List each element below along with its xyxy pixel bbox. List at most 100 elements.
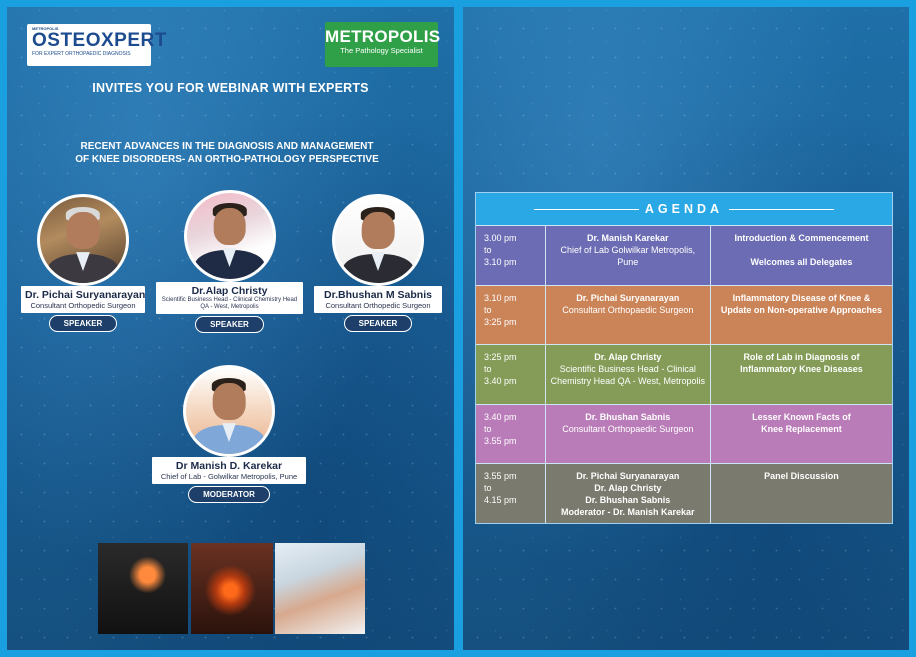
moderator-card: Dr Manish D. Karekar Chief of Lab - Golw… (152, 365, 306, 503)
agenda-time-line: 3.55 pm (484, 471, 517, 482)
agenda-time-line: to (484, 304, 492, 315)
moderator-badge: MODERATOR (188, 486, 270, 503)
agenda-time-line: 3.40 pm (484, 411, 517, 422)
agenda-time-line: to (484, 364, 492, 375)
speaker-photo (332, 194, 424, 286)
agenda-topic-line: Role of Lab in Diagnosis of (743, 352, 860, 363)
agenda-speaker-line (550, 316, 706, 328)
metropolis-logo: METROPOLIS The Pathology Specialist (325, 22, 441, 67)
speaker-badge: SPEAKER (343, 315, 413, 332)
agenda-speaker-line: Scientific Business Head - Clinical (559, 364, 696, 375)
agenda-time-line: 3.10 pm (484, 292, 517, 303)
moderator-role: Chief of Lab - Golwilkar Metropolis, Pun… (160, 472, 298, 481)
speaker-photo (183, 190, 276, 282)
speaker-card: Dr. Pichai Suryanarayan Consultant Ortho… (21, 194, 145, 332)
speaker-namebox: Dr.Alap Christy Scientific Business Head… (156, 282, 303, 314)
metro-logo-tagline: The Pathology Specialist (340, 46, 423, 55)
agenda-time-line: 3:25 pm (484, 316, 517, 327)
agenda-speaker-line: Dr. Manish Karekar (587, 233, 669, 243)
agenda-speaker-line: Consultant Orthopaedic Surgeon (562, 423, 694, 434)
speaker-name: Dr. Pichai Suryanarayan (25, 289, 146, 301)
agenda-speaker-line: Dr. Bhushan Sabnis (585, 495, 671, 506)
invitation-panel: METROPOLIS OSTEOXPERT FOR EXPERT ORTHOPA… (7, 7, 454, 650)
agenda-topic-line: Inflammatory Disease of Knee & (732, 292, 871, 303)
agenda-topic-line: Welcomes all Delegates (750, 257, 853, 267)
agenda-time-line: 4.15 pm (484, 495, 517, 506)
header-divider (534, 209, 639, 210)
speaker-card: Dr.Bhushan M Sabnis Consultant Orthopedi… (314, 194, 442, 332)
agenda-speaker-line: Dr. Pichai Suryanarayan (576, 292, 680, 303)
agenda-topic: Inflammatory Disease of Knee &Update on … (711, 286, 892, 345)
agenda-topic-line: Knee Replacement (761, 423, 842, 434)
knee-xray-image (98, 543, 188, 634)
speaker-role: Consultant Orthopedic Surgeon (325, 301, 431, 310)
agenda-topic-line: Introduction & Commencement (734, 233, 869, 243)
agenda-time-line: to (484, 483, 492, 494)
agenda-time-line: 3:25 pm (484, 352, 517, 363)
agenda-speaker-line: Dr. Pichai Suryanarayan (576, 471, 680, 482)
agenda-time-line: to (484, 423, 492, 434)
agenda-topic-line: Update on Non-operative Approaches (720, 304, 883, 315)
agenda-topic-line (715, 316, 888, 328)
speaker-role: Scientific Business Head - Clinical Chem… (161, 297, 298, 310)
osteo-logo-brand: OSTEOXPERT (32, 30, 167, 51)
moderator-name: Dr Manish D. Karekar (175, 460, 283, 472)
agenda-time-line: to (484, 245, 492, 255)
invite-heading: INVITES YOU FOR WEBINAR WITH EXPERTS (92, 81, 369, 95)
agenda-speaker-line: Chemistry Head QA - West, Metropolis (550, 376, 705, 387)
title-line-2: OF KNEE DISORDERS- AN ORTHO-PATHOLOGY PE… (75, 154, 379, 165)
speaker-role: Consultant Orthopedic Surgeon (30, 301, 136, 310)
agenda-topic-line (715, 244, 888, 256)
webinar-title: RECENT ADVANCES IN THE DIAGNOSIS AND MAN… (37, 140, 417, 166)
agenda-topic-line (715, 375, 888, 387)
knee-pain-image (191, 543, 273, 634)
speaker-photo (37, 194, 129, 286)
osteo-logo-top: METROPOLIS (32, 26, 59, 31)
agenda-topic: Panel Discussion (711, 464, 892, 523)
speaker-namebox: Dr.Bhushan M Sabnis Consultant Orthopedi… (314, 286, 442, 313)
moderator-photo (183, 365, 275, 457)
agenda-topic-line: Lesser Known Facts of (752, 411, 851, 422)
agenda-speaker-line: Dr. Bhushan Sabnis (585, 411, 671, 422)
agenda-topic-line: Inflammatory Knee Diseases (740, 364, 863, 375)
agenda-time-line: 3.55 pm (484, 435, 517, 446)
agenda-time: 3.00 pm to 3.10 pm (476, 226, 546, 285)
agenda-time-line: 3.00 pm (484, 233, 517, 243)
agenda-speaker-line (550, 435, 706, 447)
knee-examination-image (275, 543, 365, 634)
agenda-time-line: 3.10 pm (484, 257, 517, 267)
agenda-heading: AGENDA (644, 202, 724, 216)
agenda-speaker-line: Pune (617, 257, 639, 267)
speaker-name: Dr.Alap Christy (191, 285, 268, 297)
agenda-topic-line (715, 435, 888, 447)
speaker-card: Dr.Alap Christy Scientific Business Head… (156, 190, 303, 333)
agenda-speaker-line: Consultant Orthopaedic Surgeon (562, 304, 694, 315)
metro-logo-brand: METROPOLIS (325, 27, 441, 46)
osteoxpert-logo: METROPOLIS OSTEOXPERT FOR EXPERT ORTHOPA… (27, 24, 167, 66)
speaker-badge: SPEAKER (48, 315, 118, 332)
agenda-speaker-line: Chief of Lab Golwilkar Metropolis, (560, 245, 696, 255)
agenda-time-line: 3.40 pm (484, 376, 517, 387)
osteo-logo-tagline: FOR EXPERT ORTHOPAEDIC DIAGNOSIS (32, 51, 131, 57)
title-line-1: RECENT ADVANCES IN THE DIAGNOSIS AND MAN… (80, 141, 374, 152)
header-divider (729, 209, 834, 210)
agenda-topic-line: Panel Discussion (764, 471, 839, 482)
agenda-speaker-line: Dr. Alap Christy (594, 352, 662, 363)
